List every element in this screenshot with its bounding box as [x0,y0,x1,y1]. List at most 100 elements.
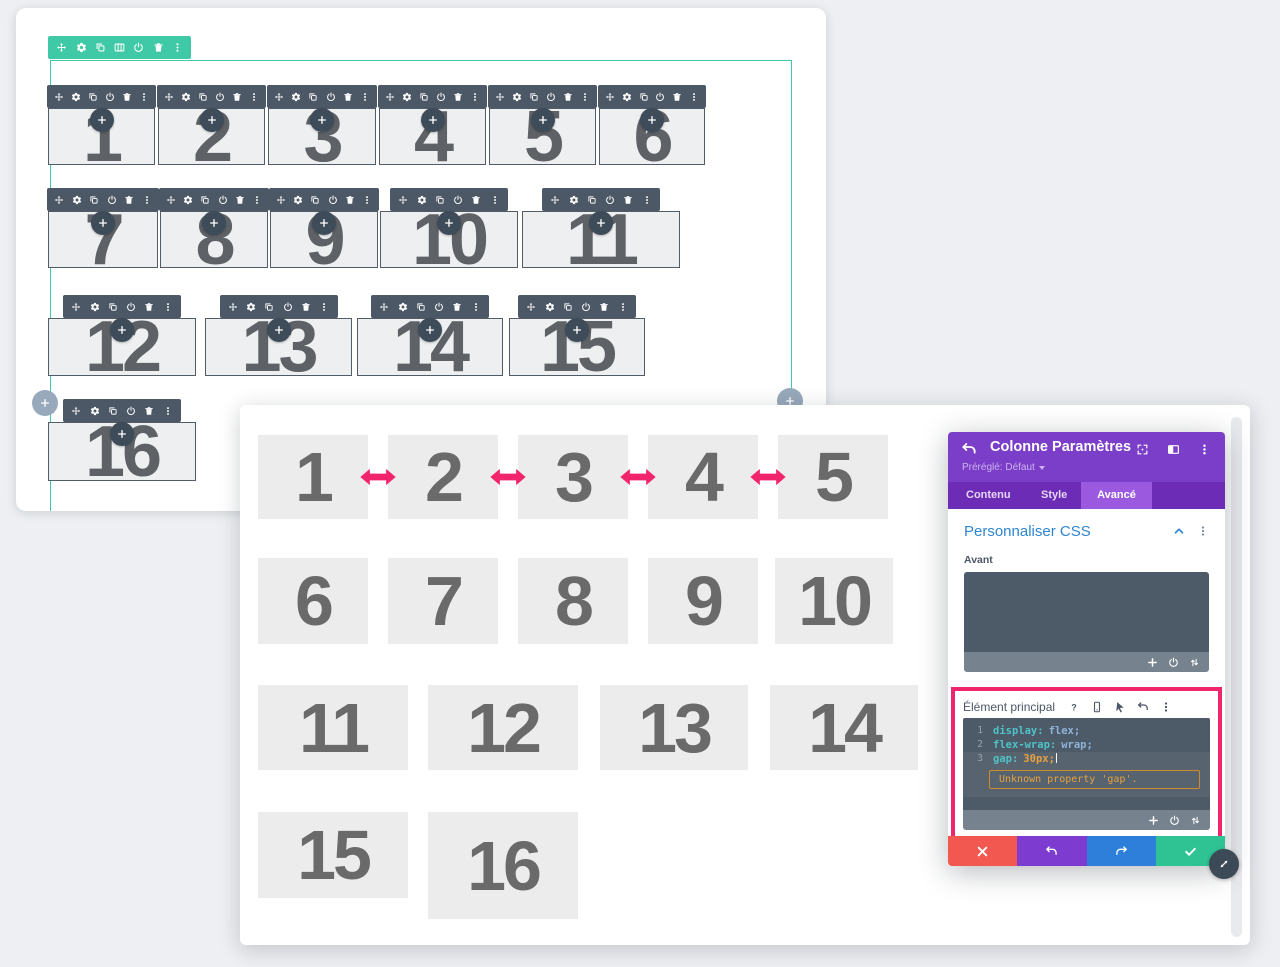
move-icon[interactable] [526,302,536,312]
trash-icon[interactable] [235,195,245,205]
updown-icon[interactable] [1190,815,1201,826]
chevron-up-icon[interactable] [1173,525,1185,537]
dots-icon[interactable] [249,92,259,102]
dots-icon[interactable] [362,195,372,205]
back-icon[interactable] [961,441,977,457]
power-icon[interactable] [107,195,117,205]
add-row-button[interactable] [32,390,58,416]
gear-icon[interactable] [545,302,555,312]
column-toolbar[interactable] [63,295,181,318]
power-icon[interactable] [453,195,463,205]
builder-column[interactable]: 5 [488,85,597,165]
tab-avance[interactable]: Avancé [1081,482,1152,509]
copy-icon[interactable] [587,195,597,205]
gear-icon[interactable] [90,406,100,416]
move-icon[interactable] [274,92,284,102]
column-toolbar[interactable] [371,295,489,318]
trash-icon[interactable] [301,302,311,312]
add-module-button[interactable] [565,318,589,342]
column-toolbar[interactable] [542,188,660,211]
undo-icon[interactable] [1137,701,1149,713]
copy-icon[interactable] [419,92,429,102]
add-module-button[interactable] [437,211,461,235]
builder-column[interactable]: 7 [47,188,159,268]
move-icon[interactable] [71,406,81,416]
dots-icon[interactable] [139,92,149,102]
plus-icon[interactable] [1147,657,1158,668]
section-toolbar[interactable] [48,36,191,59]
trash-icon[interactable] [453,92,463,102]
copy-icon[interactable] [264,302,274,312]
undo-button[interactable] [1017,836,1087,866]
trash-icon[interactable] [144,302,154,312]
copy-icon[interactable] [108,406,118,416]
power-icon[interactable] [434,302,444,312]
move-icon[interactable] [54,92,64,102]
gear-icon[interactable] [569,195,579,205]
builder-column[interactable]: 1 [47,85,156,165]
add-module-button[interactable] [312,211,336,235]
column-toolbar[interactable] [598,85,706,108]
trash-icon[interactable] [471,195,481,205]
power-icon[interactable] [218,195,228,205]
move-icon[interactable] [605,92,615,102]
column-toolbar[interactable] [488,85,597,108]
help-icon[interactable] [1068,701,1080,713]
builder-column[interactable]: 14 [357,295,503,376]
gear-icon[interactable] [76,42,87,53]
trash-icon[interactable] [599,302,609,312]
add-module-button[interactable] [589,211,613,235]
trash-icon[interactable] [345,195,355,205]
trash-icon[interactable] [232,92,242,102]
column-toolbar[interactable] [219,295,338,318]
trash-icon[interactable] [153,42,164,53]
trash-icon[interactable] [452,302,462,312]
power-icon[interactable] [546,92,556,102]
gear-icon[interactable] [402,92,412,102]
builder-column-box[interactable]: 16 [48,422,196,481]
grid-icon[interactable] [114,42,125,53]
builder-column[interactable]: 4 [378,85,487,165]
gear-icon[interactable] [291,92,301,102]
builder-column[interactable]: 11 [522,188,680,268]
add-module-button[interactable] [418,318,442,342]
move-icon[interactable] [276,195,286,205]
copy-icon[interactable] [639,92,649,102]
power-icon[interactable] [581,302,591,312]
move-icon[interactable] [54,195,64,205]
dots-icon[interactable] [1198,443,1211,456]
column-toolbar[interactable] [518,295,636,318]
power-icon[interactable] [133,42,144,53]
gear-icon[interactable] [246,302,256,312]
dots-icon[interactable] [360,92,370,102]
copy-icon[interactable] [310,195,320,205]
gear-icon[interactable] [71,92,81,102]
dots-icon[interactable] [490,195,500,205]
dots-icon[interactable] [618,302,628,312]
add-module-button[interactable] [420,108,445,132]
add-module-button[interactable] [530,108,555,132]
trash-icon[interactable] [124,195,134,205]
trash-icon[interactable] [623,195,633,205]
tab-contenu[interactable]: Contenu [966,489,1011,501]
copy-icon[interactable] [563,302,573,312]
copy-icon[interactable] [88,92,98,102]
builder-column[interactable]: 3 [267,85,377,165]
plus-icon[interactable] [1148,815,1159,826]
scrollbar[interactable] [1231,417,1242,937]
before-css-textarea[interactable] [964,572,1209,652]
builder-column[interactable]: 10 [380,188,518,268]
column-toolbar[interactable] [159,188,269,211]
dots-icon[interactable] [319,302,329,312]
gear-icon[interactable] [398,302,408,312]
move-icon[interactable] [164,92,174,102]
copy-icon[interactable] [95,42,106,53]
dots-icon[interactable] [163,406,173,416]
updown-icon[interactable] [1189,657,1200,668]
resize-handle[interactable] [1209,849,1239,879]
dots-icon[interactable] [470,92,480,102]
move-icon[interactable] [56,42,67,53]
add-module-button[interactable] [110,422,134,446]
gear-icon[interactable] [183,195,193,205]
gear-icon[interactable] [512,92,522,102]
